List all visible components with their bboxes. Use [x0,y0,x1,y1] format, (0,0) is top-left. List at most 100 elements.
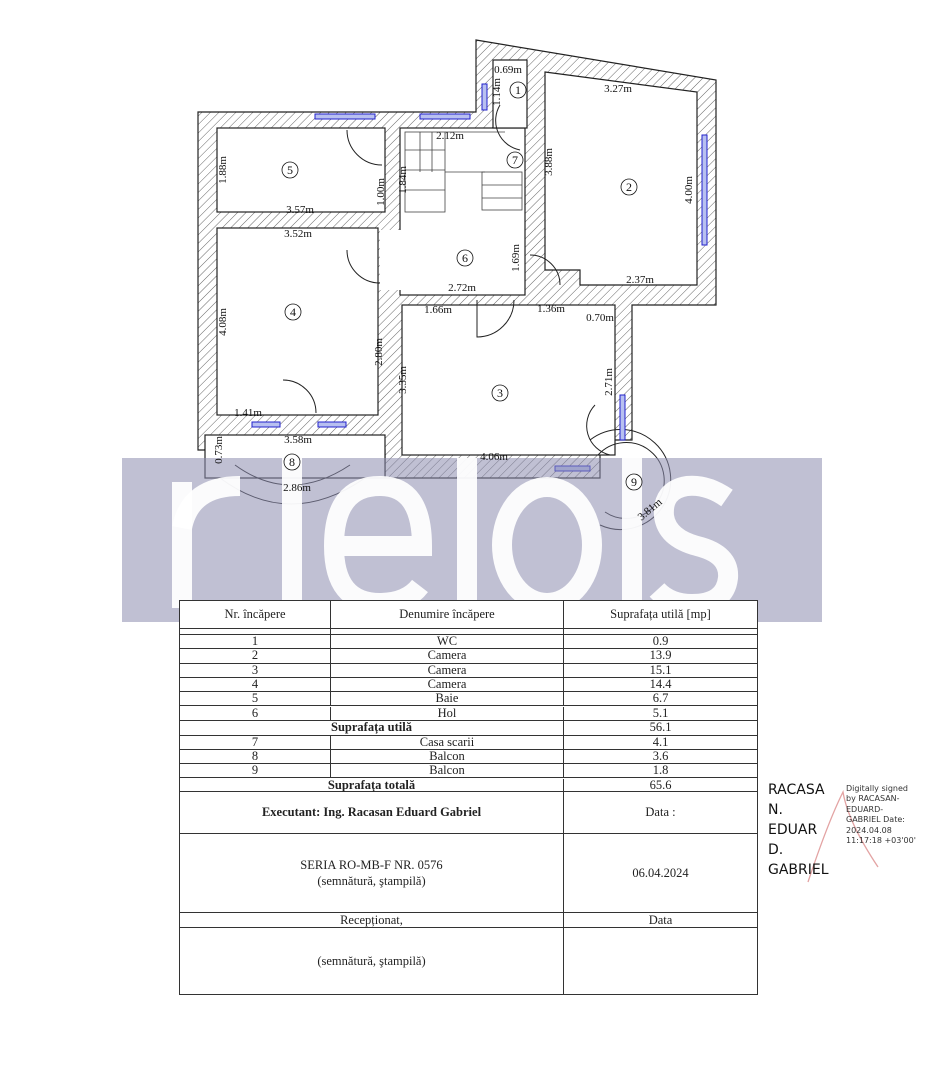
floor-plan-labels: 1 2 3 4 5 6 7 8 9 0.69m 1.14m 3.27m 2.12… [213,64,695,523]
cell-nr: 7 [180,735,331,749]
dimension-label: 4.06m [480,451,508,463]
grand-total-value: 65.6 [649,777,672,792]
room-number: 5 [287,163,293,177]
seria-row: SERIA RO-MB-F NR. 0576 (semnătură, ştamp… [180,834,757,913]
signature-details: Digitally signed by RACASAN-EDUARD-GABRI… [846,784,916,846]
table-header: Nr. încăpere Denumire încăpere Suprafața… [180,601,757,629]
dimension-label: 3.35m [397,366,409,394]
dimension-label: 2.71m [603,368,615,396]
dimension-label: 4.08m [217,308,229,336]
room-number: 2 [626,180,632,194]
receptionat-label: Recepționat, [180,913,564,927]
dimension-label: 1.14m [491,78,503,106]
data-label-2: Data [648,912,673,927]
cell-area: 1.8 [652,763,669,778]
cell-nr: 4 [180,677,331,692]
dimension-label: 0.73m [213,436,225,464]
executant-row: Executant: Ing. Racasan Eduard Gabriel D… [180,792,757,834]
signature-name-line: EDUAR [768,822,818,838]
receptionat-row: Recepționat, Data [180,913,757,928]
cell-nr: 9 [180,764,331,778]
signature-name-line: RACASA [768,782,825,798]
dimension-label: 0.70m [586,312,614,324]
stairs [404,131,523,213]
room-number: 4 [290,305,296,319]
dimension-label: 2.86m [283,482,311,494]
cell-name: WC [331,634,564,649]
date-value: 06.04.2024 [632,866,689,880]
spacer-row [180,629,757,635]
grand-total-row: Suprafața totală 65.6 [180,777,757,792]
cell-nr: 5 [180,692,331,706]
room-number: 3 [497,386,503,400]
grand-total-label: Suprafața totală [180,778,564,791]
seria-text: SERIA RO-MB-F NR. 0576 [300,858,443,872]
cell-area: 15.1 [649,662,672,677]
walls [197,39,717,479]
dimension-label: 3.27m [604,83,632,95]
dimension-label: 1.41m [234,407,262,419]
dimension-label: 3.88m [543,148,555,176]
cell-area: 13.9 [649,648,672,663]
floor-plan [197,39,717,530]
cell-name: Camera [331,663,564,677]
digital-signature: RACASA N. EDUAR D. GABRIEL Digitally sig… [768,782,918,886]
dimension-label: 1.00m [375,178,387,206]
cell-name: Camera [331,649,564,663]
header-area: Suprafața utilă [mp] [610,607,711,621]
cell-name: Balcon [331,764,564,778]
area-table: Nr. încăpere Denumire încăpere Suprafața… [179,600,758,995]
room-number-circles [281,81,643,491]
dimension-label: 1.88m [217,156,229,184]
sign-stamp-text-2: (semnătură, ştampilă) [180,928,564,994]
sign-stamp-text: (semnătură, ştampilă) [317,874,426,888]
room-number: 1 [515,83,521,97]
dimension-label: 1.36m [537,303,565,315]
signature-name-line: D. [768,842,784,858]
cell-nr: 1 [180,634,331,649]
doors [282,104,611,456]
cell-area: 0.9 [652,634,669,649]
cell-area: 6.7 [652,691,669,706]
dimension-label: 2.12m [436,130,464,142]
room-number: 6 [462,251,468,265]
cell-name: Hol [331,706,564,720]
signature-mark [807,789,879,883]
dimension-label: 3.52m [284,228,312,240]
signature-name-line: N. [768,802,783,818]
dimension-label: 2.37m [626,274,654,286]
cell-nr: 3 [180,663,331,677]
dimension-label: 1.69m [510,244,522,272]
useful-total-row: Suprafața utilă 56.1 [180,721,757,736]
room-number: 9 [631,475,637,489]
signature-name-line: GABRIEL [768,862,829,878]
dimension-label: 3.58m [284,434,312,446]
cell-area: 5.1 [652,705,669,720]
cell-name: Casa scarii [331,735,564,749]
room-number: 7 [512,153,518,167]
cell-nr: 8 [180,749,331,764]
cell-nr: 2 [180,649,331,663]
cell-area: 14.4 [649,677,672,692]
dimension-label: 2.80m [373,338,385,366]
dimension-label: 3.81m [636,496,665,523]
cell-name: Baie [331,692,564,706]
room-number: 8 [289,455,295,469]
dimension-label: 0.69m [494,64,522,76]
cell-area: 4.1 [652,734,669,749]
useful-total-label: Suprafața utilă [180,721,564,735]
cell-nr: 6 [180,706,331,720]
dimension-label: 2.72m [448,282,476,294]
dimension-label: 4.00m [683,176,695,204]
dimension-label: 1.66m [424,304,452,316]
cell-name: Camera [331,677,564,692]
